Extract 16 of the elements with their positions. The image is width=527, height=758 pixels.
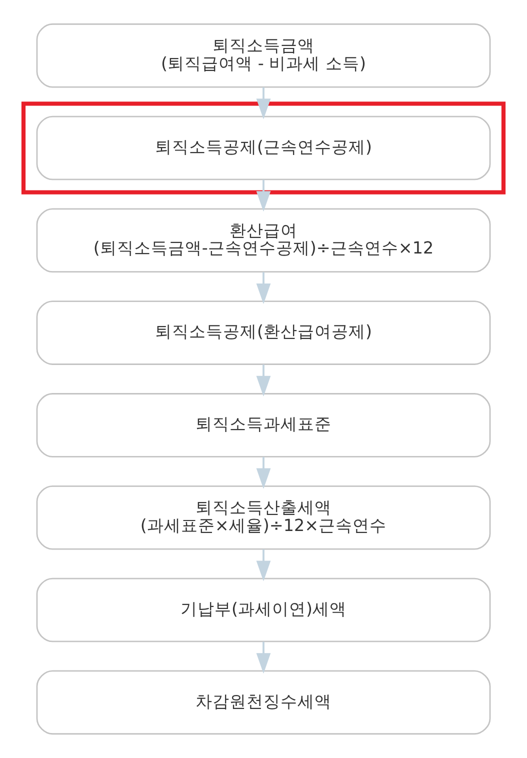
node-box: 환산급여 (퇴직소득금액-근속연수공제)÷근속연수×12 — [36, 208, 491, 273]
node-box: 퇴직소득공제(환산급여공제) — [36, 300, 491, 365]
cluster — [21, 102, 506, 194]
arrow — [256, 180, 271, 212]
node-box: 퇴직소득금액 (퇴직급여액 - 비과세 소득) — [36, 23, 491, 88]
node-box: 기납부(과세이연)세액 — [36, 578, 491, 642]
arrow — [256, 549, 271, 582]
node-box: 퇴직소득과세표준 — [36, 393, 491, 458]
arrow — [256, 87, 271, 120]
arrow — [256, 456, 271, 489]
node-box: 퇴직소득산출세액 (과세표준×세율)÷12×근속연수 — [36, 485, 491, 550]
arrow — [256, 272, 271, 304]
node-box: 퇴직소득공제(근속연수공제) — [36, 116, 491, 180]
node-box: 차감원천징수세액 — [36, 670, 491, 735]
arrow — [256, 642, 271, 674]
arrow — [256, 364, 271, 396]
